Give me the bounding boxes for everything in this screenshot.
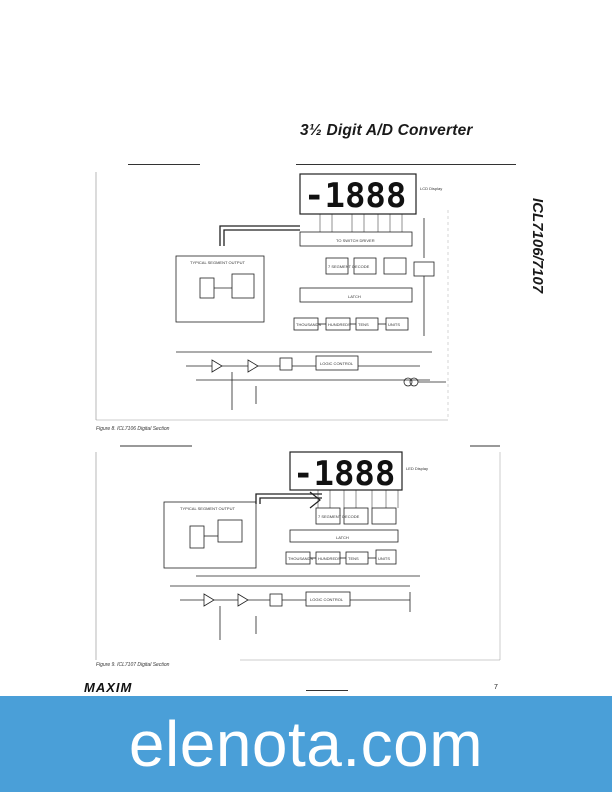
fig2-gate [269, 593, 283, 607]
fig2-latch-label: LATCH [336, 535, 349, 540]
fig2-latch-bar [289, 529, 399, 543]
fig1-segment-driver-bar [299, 231, 413, 247]
fig1-block-c [413, 261, 435, 277]
fig1-typical-segment-output-box [175, 255, 265, 323]
fig2-hundreds-label: HUNDREDS [318, 556, 341, 561]
fig1-buffer-2 [247, 359, 259, 373]
fig1-decode-2 [353, 257, 377, 275]
fig1-latch-bar [299, 287, 413, 303]
lcd-display-box [299, 173, 417, 215]
fig2-caption: Figure 9. ICL7107 Digital Section [96, 662, 170, 668]
fig1-driver-label: TO SWITCH DRIVER [336, 238, 375, 243]
fig2-segment-driver [217, 519, 243, 543]
fig1-typical-segment-label: TYPICAL SEGMENT OUTPUT [190, 260, 245, 265]
digital-section-schematics: -1888 LCD Display TO SWITCH DRIVER TYPIC… [95, 172, 501, 668]
fig2-units-label: UNITS [378, 556, 390, 561]
fig1-oscillator [403, 377, 413, 387]
fig2-counter-units [375, 549, 397, 565]
watermark-banner: elenota.com [0, 696, 612, 792]
fig2-decode-2 [343, 507, 369, 525]
fig1-display-digits: -1888 [304, 176, 406, 216]
fig2-typical-segment-output-box [163, 501, 257, 569]
fig2-logic-control-label: LOGIC CONTROL [310, 597, 344, 602]
fig1-logic-control-label: LOGIC CONTROL [320, 361, 354, 366]
fig1-decode-1 [325, 257, 349, 275]
fig1-gate [279, 357, 293, 371]
fig2-logic-control [305, 591, 351, 607]
page-number: 7 [494, 684, 498, 691]
fig2-typical-segment-label: TYPICAL SEGMENT OUTPUT [180, 506, 235, 511]
fig1-logic-control [315, 355, 359, 371]
figure-1-schematic: -1888 LCD Display TO SWITCH DRIVER TYPIC… [175, 173, 446, 410]
fig2-decode-1 [315, 507, 341, 525]
fig1-latch-label: LATCH [348, 294, 361, 299]
fig2-buffer-1 [203, 593, 215, 607]
fig1-transistor-pair [199, 277, 215, 299]
divider-top-left [128, 164, 200, 165]
fig2-tens-label: TENS [348, 556, 359, 561]
fig1-hundreds-label: HUNDREDS [328, 322, 351, 327]
fig2-thousands-label: THOUSANDS [288, 556, 313, 561]
footer-rule [306, 690, 348, 691]
fig1-decode-3 [383, 257, 407, 275]
fig2-decode-3 [371, 507, 397, 525]
page-title: 3½ Digit A/D Converter [300, 122, 473, 139]
fig1-display-label: LCD Display [420, 186, 442, 191]
watermark-text: elenota.com [128, 708, 484, 780]
fig1-segment-driver [231, 273, 255, 299]
fig1-buffer-1 [211, 359, 223, 373]
fig1-caption: Figure 8. ICL7106 Digital Section [96, 426, 170, 432]
fig2-decode-label: 7 SEGMENT DECODE [318, 514, 360, 519]
fig1-decode-label: 7 SEGMENT DECODE [328, 264, 370, 269]
figure-2-schematic: -1888 LED Display TYPICAL SEGMENT OUTPUT… [163, 451, 428, 640]
fig2-transistor-pair [189, 525, 205, 549]
fig2-display-label: LED Display [406, 466, 428, 471]
divider-top-right [296, 164, 516, 165]
fig1-units-label: UNITS [388, 322, 400, 327]
maxim-logo: MAXIM [84, 680, 133, 695]
fig1-thousands-label: THOUSANDS [296, 322, 321, 327]
fig2-buffer-2 [237, 593, 249, 607]
led-display-box [289, 451, 403, 491]
fig1-tens-label: TENS [358, 322, 369, 327]
fig2-display-digits: -1888 [293, 454, 395, 494]
